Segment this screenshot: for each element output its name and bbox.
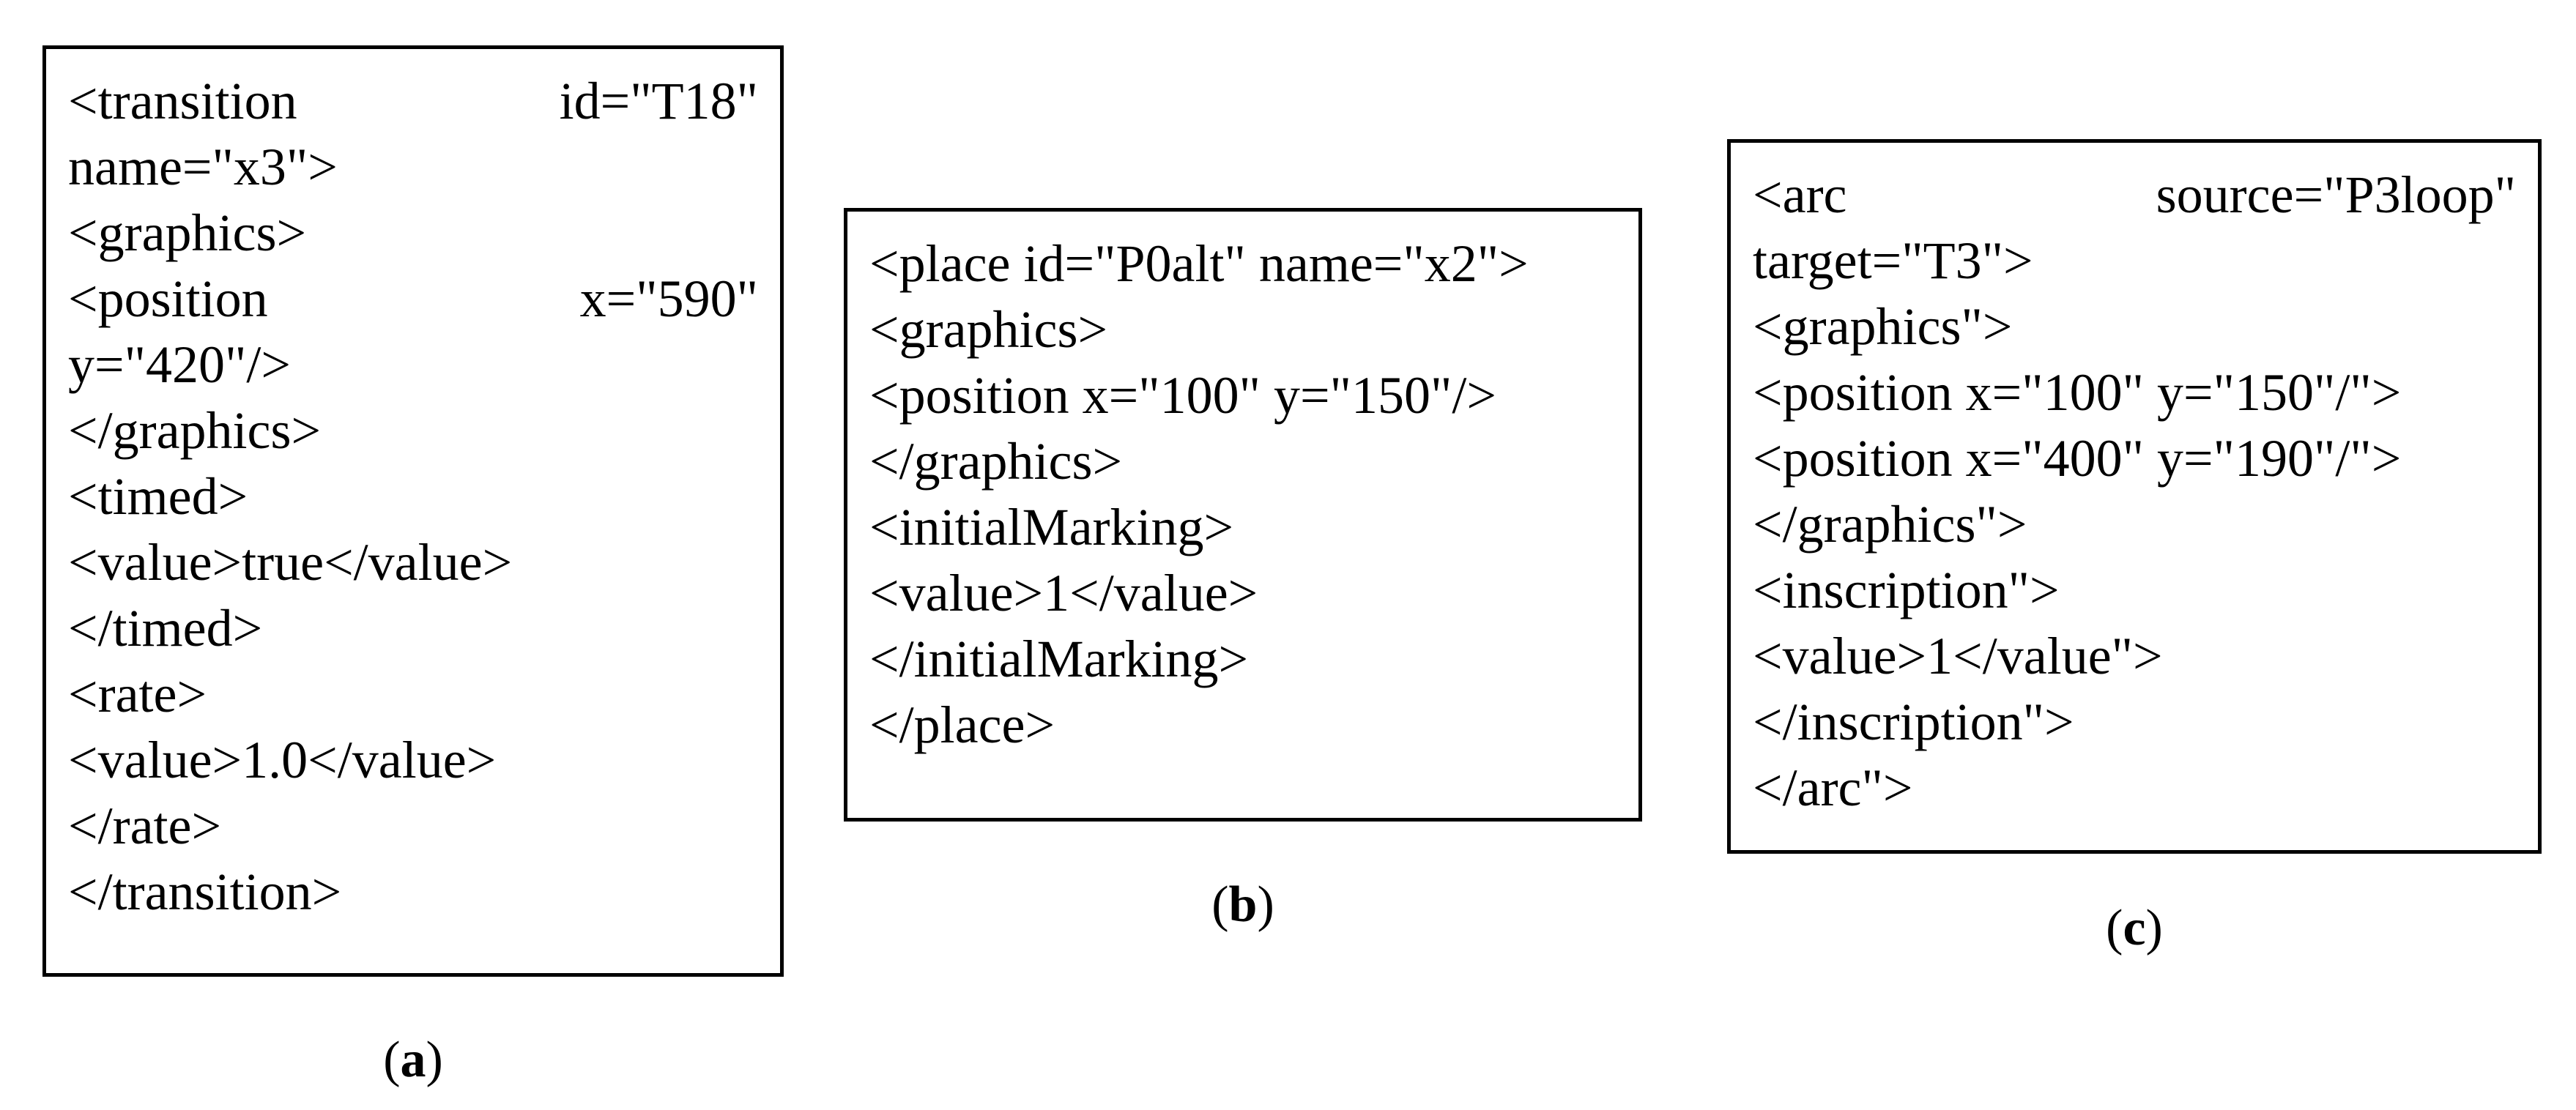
code-line: <value>1</value"> — [1753, 627, 2163, 685]
panel-label-paren: ) — [1257, 876, 1274, 933]
code-line: </arc"> — [1753, 759, 1913, 817]
panel-label-letter: b — [1228, 876, 1258, 933]
code-line: </graphics"> — [1753, 495, 2027, 554]
panel-label-paren: ( — [1211, 876, 1229, 933]
code-line: <position x="100" y="150"/> — [869, 366, 1497, 425]
panel-label-paren: ( — [383, 1032, 401, 1088]
code-line: <arc source="P3loop" — [1753, 162, 2516, 228]
panel-label-b: (b) — [844, 876, 1642, 934]
code-line: </inscription"> — [1753, 693, 2074, 751]
code-token: source="P3loop" — [2156, 165, 2516, 224]
code-line: <graphics"> — [1753, 297, 2013, 356]
panel-b-code-box: <place id="P0alt" name="x2"> <graphics> … — [844, 208, 1642, 822]
code-token: <transition — [68, 72, 297, 130]
code-line: <value>1.0</value> — [68, 731, 497, 789]
panel-c-code-box: <arc source="P3loop" target="T3"> <graph… — [1727, 139, 2542, 854]
code-line: <place id="P0alt" name="x2"> — [869, 234, 1529, 293]
code-line: </place> — [869, 696, 1055, 754]
code-line: </initialMarking> — [869, 630, 1249, 688]
code-line: </graphics> — [869, 432, 1123, 491]
code-line: <position x="400" y="190"/"> — [1753, 429, 2402, 488]
code-line: <value>1</value> — [869, 564, 1258, 622]
code-token: <position — [68, 269, 268, 328]
code-line: <value>true</value> — [68, 533, 513, 592]
code-line: <position x="100" y="150"/"> — [1753, 363, 2402, 422]
panel-label-letter: c — [2123, 900, 2146, 956]
panel-label-letter: a — [400, 1032, 426, 1088]
code-line: <graphics> — [869, 300, 1108, 359]
code-line: <rate> — [68, 665, 207, 723]
panel-label-a: (a) — [42, 1031, 784, 1089]
panel-label-c: (c) — [1727, 899, 2542, 958]
panel-label-paren: ) — [2145, 900, 2163, 956]
code-line: <initialMarking> — [869, 498, 1234, 556]
code-line: </graphics> — [68, 401, 322, 460]
code-line: name="x3"> — [68, 138, 338, 196]
code-line: <position x="590" — [68, 266, 758, 332]
code-line: </transition> — [68, 863, 342, 921]
panel-label-paren: ) — [426, 1032, 443, 1088]
code-token: id="T18" — [559, 72, 758, 130]
code-line: y="420"/> — [68, 335, 291, 394]
panel-label-paren: ( — [2106, 900, 2123, 956]
code-line: <transition id="T18" — [68, 68, 758, 134]
code-line: <graphics> — [68, 204, 307, 262]
code-line: target="T3"> — [1753, 231, 2033, 290]
panel-a-code-box: <transition id="T18" name="x3"> <graphic… — [42, 45, 784, 977]
code-token: x="590" — [579, 269, 758, 328]
code-line: <inscription"> — [1753, 561, 2060, 619]
code-token: <arc — [1753, 165, 1847, 224]
code-line: </timed> — [68, 599, 263, 658]
code-line: <timed> — [68, 467, 248, 526]
code-line: </rate> — [68, 797, 222, 855]
